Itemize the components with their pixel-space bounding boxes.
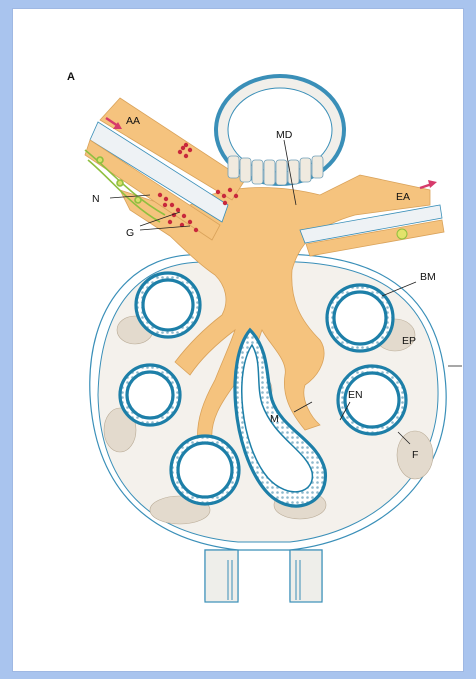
ea-nerve-varicosity <box>397 229 407 239</box>
label-md: MD <box>276 129 293 141</box>
label-aa: AA <box>126 115 140 127</box>
label-en: EN <box>348 389 363 401</box>
label-bm: BM <box>420 271 436 283</box>
label-ep: EP <box>402 335 416 347</box>
label-m: M <box>270 413 279 425</box>
label-n: N <box>92 193 100 205</box>
proximal-tubule <box>205 550 322 602</box>
label-f: F <box>412 449 418 461</box>
flow-arrow-out-icon <box>420 180 437 188</box>
label-g: G <box>126 227 134 239</box>
label-ea: EA <box>396 191 410 203</box>
